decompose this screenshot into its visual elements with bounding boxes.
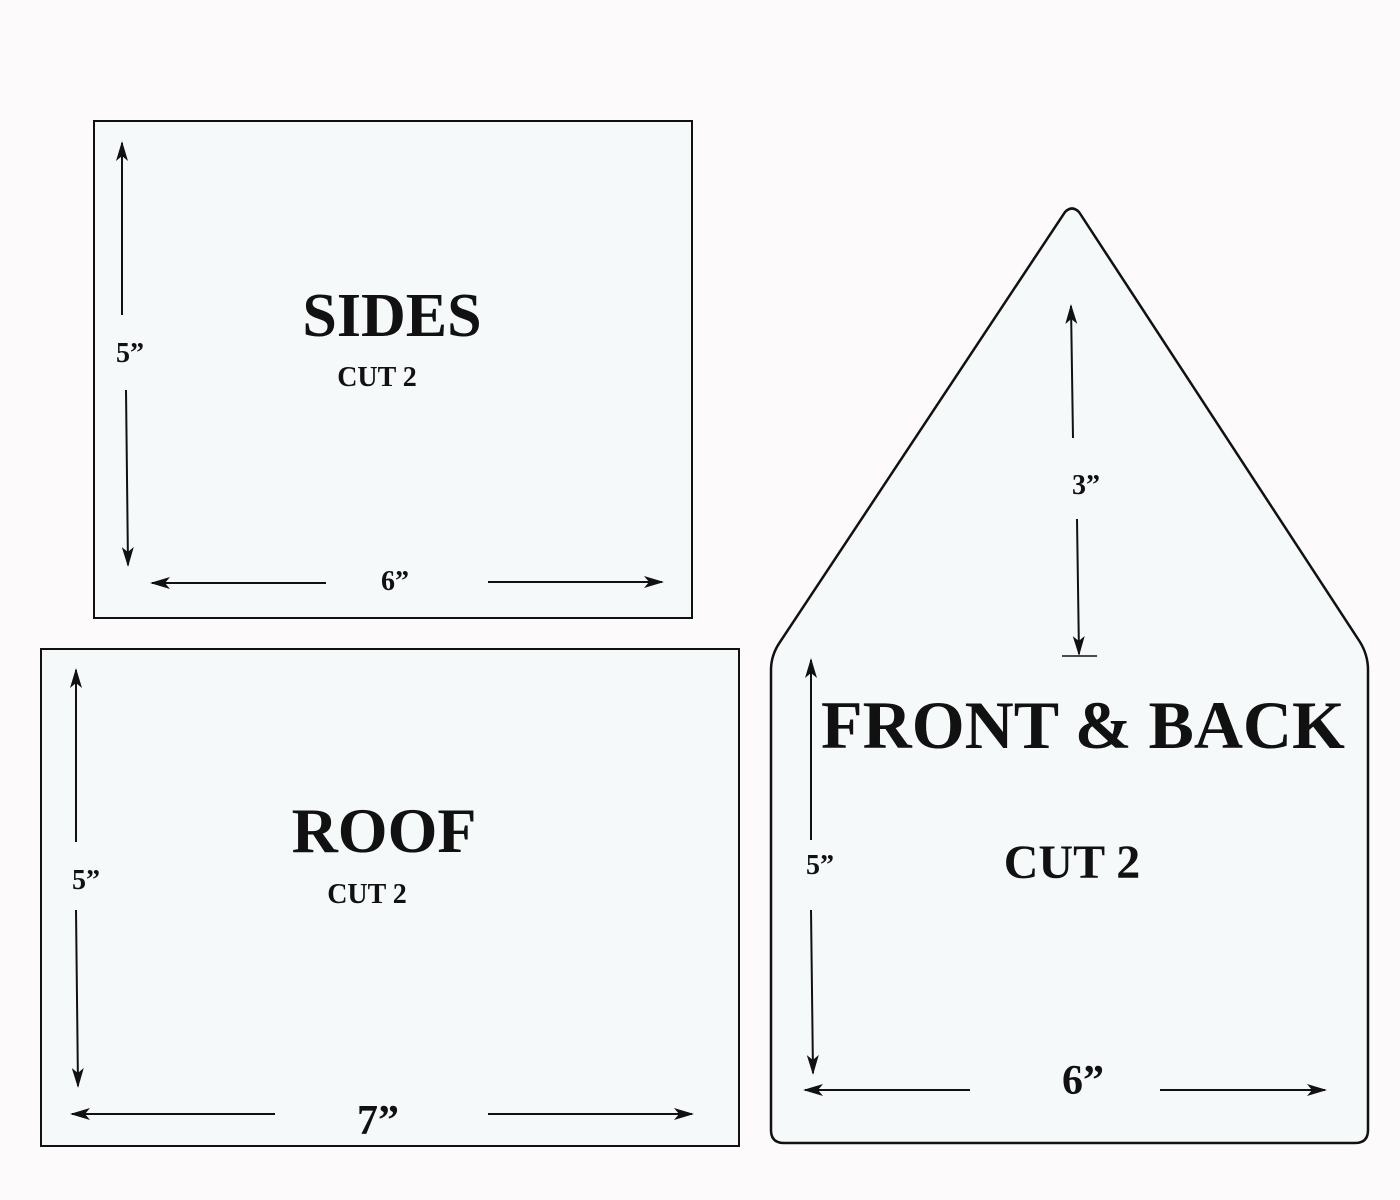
arrow-up-icon xyxy=(1065,304,1078,439)
front-back-piece: FRONT & BACK CUT 2 3” 5” 6” xyxy=(769,207,1370,1145)
front-back-width-label: 6” xyxy=(1062,1058,1104,1104)
roof-title: ROOF xyxy=(292,795,477,866)
roof-outline xyxy=(40,648,740,1147)
arrow-down-icon xyxy=(1072,518,1085,656)
front-back-cut-label: CUT 2 xyxy=(1004,836,1140,889)
front-back-gable-height-label: 3” xyxy=(1072,470,1100,501)
sides-piece: SIDES CUT 2 5” 6” xyxy=(93,120,693,619)
arrow-down-icon xyxy=(121,389,134,567)
roof-piece: ROOF CUT 2 5” 7” xyxy=(40,648,740,1147)
arrow-down-icon xyxy=(806,909,819,1075)
sides-outline xyxy=(93,120,693,619)
sides-height-label: 5” xyxy=(116,338,144,369)
front-back-outline xyxy=(769,207,1370,1145)
roof-cut-label: CUT 2 xyxy=(327,879,407,910)
front-back-title: FRONT & BACK xyxy=(821,687,1345,763)
sides-cut-label: CUT 2 xyxy=(337,362,417,393)
roof-width-label: 7” xyxy=(357,1098,399,1144)
roof-height-label: 5” xyxy=(72,865,100,896)
front-back-height-label: 5” xyxy=(806,850,834,881)
sides-width-label: 6” xyxy=(381,566,409,597)
arrow-down-icon xyxy=(71,909,84,1088)
sides-title: SIDES xyxy=(302,282,481,350)
